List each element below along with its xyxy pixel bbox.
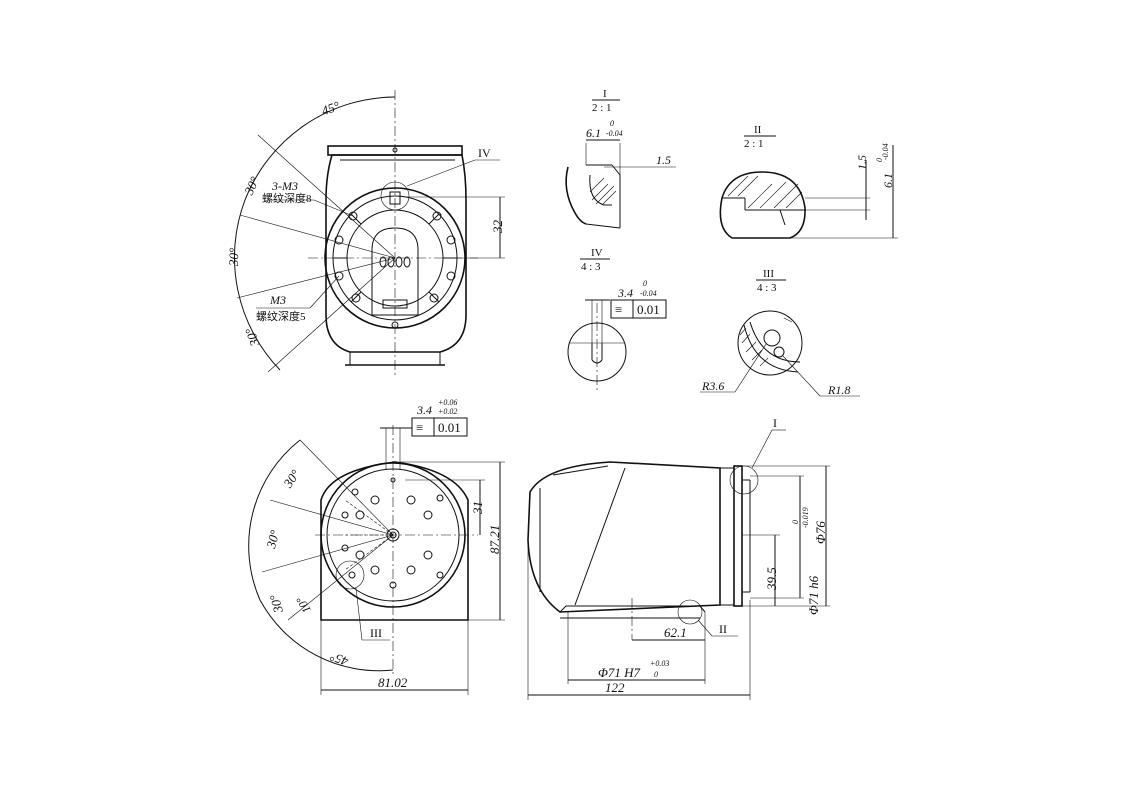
detail-i-scale: 2 : 1 — [592, 102, 612, 114]
thread-b-depth: 螺纹深度5 — [256, 309, 306, 323]
detail-iv-dim-upper: 0 — [643, 279, 647, 288]
side-length-122: 122 — [605, 680, 625, 695]
front-callout-iv: IV — [478, 146, 491, 160]
front-angle-30-lower: 30° — [242, 326, 263, 349]
side-bore-upper: +0.03 — [650, 659, 669, 668]
detail-i-dim-6-1: 6.1 — [586, 126, 601, 140]
detail-iv-tol-value: 0.01 — [637, 302, 660, 317]
end-callout-iii: III — [370, 626, 382, 640]
detail-iii-radius-a: R3.6 — [701, 379, 724, 393]
detail-iii-radius-b: R1.8 — [827, 383, 850, 397]
front-angle-30-mid: 30° — [226, 248, 242, 268]
side-dim-39-5: 39.5 — [764, 567, 779, 591]
side-view: I II Φ71 h6 0 -0.019 Φ76 39.5 62.1 Φ71 H… — [527, 416, 830, 700]
detail-i: I 2 : 1 6.1 0 -0.04 1.5 — [565, 88, 676, 229]
side-dim-62-1: 62.1 — [664, 625, 687, 640]
side-callout-i: I — [773, 416, 777, 430]
detail-i-dim-lower: -0.04 — [606, 129, 623, 138]
detail-iv-dim-lower: -0.04 — [640, 289, 657, 298]
detail-ii-roman: II — [754, 124, 762, 136]
thread-a-depth: 螺纹深度8 — [262, 191, 312, 205]
detail-iv: IV 4 : 3 3.4 0 -0.04 ≡ 0.01 — [567, 247, 667, 392]
side-bore-lower: 0 — [654, 670, 658, 679]
detail-iii-roman: III — [763, 268, 774, 280]
front-angle-45: 45° — [319, 98, 341, 118]
detail-iv-scale: 4 : 3 — [581, 261, 601, 273]
front-view: 45° 30° 30° 30° 3-M3 螺纹深度8 M3 螺纹深度5 32 I… — [226, 90, 505, 378]
end-dim-87-21: 87.21 — [487, 525, 502, 554]
detail-i-dim-1-5: 1.5 — [656, 153, 671, 167]
end-angle-30-c: 30° — [267, 593, 286, 615]
detail-iv-roman: IV — [591, 247, 603, 259]
front-angle-30-upper: 30° — [241, 174, 263, 198]
end-angle-10: 10° — [293, 594, 314, 616]
end-dim-31: 31 — [470, 501, 485, 515]
thread-b-label: M3 — [269, 293, 286, 307]
side-dia-fit: Φ71 h6 — [806, 575, 821, 615]
detail-ii-scale: 2 : 1 — [744, 138, 764, 150]
side-callout-ii: II — [719, 622, 727, 636]
end-tol-value: 0.01 — [438, 420, 461, 435]
side-bore: Φ71 H7 — [598, 665, 641, 680]
side-dia-fit-lower: -0.019 — [801, 507, 810, 528]
end-angle-45: 45° — [328, 649, 350, 669]
end-angle-30-b: 30° — [263, 528, 282, 550]
thread-a-label: 3-M3 — [271, 179, 298, 193]
front-dim-32: 32 — [490, 220, 505, 235]
detail-iii: III 4 : 3 R3.6 R1.8 — [700, 268, 860, 397]
detail-i-roman: I — [603, 88, 607, 100]
end-view: 30° 30° 30° 10° 45° 3.4 +0.06 +0.02 ≡ 0.… — [248, 398, 505, 695]
detail-iii-scale: 4 : 3 — [757, 282, 777, 294]
end-dim-81-02: 81.02 — [378, 675, 408, 690]
detail-iv-dim-3-4: 3.4 — [617, 286, 633, 300]
detail-ii: II 2 : 1 1.5 6.1 0 -0.04 — [719, 124, 898, 239]
end-dim-upper: +0.06 — [438, 398, 457, 407]
end-angle-30-a: 30° — [280, 467, 303, 491]
end-tol-symbol: ≡ — [416, 420, 423, 435]
detail-ii-dim-lower: -0.04 — [881, 143, 890, 160]
detail-i-dim-upper: 0 — [610, 119, 614, 128]
detail-ii-dim-6-1: 6.1 — [881, 173, 895, 188]
detail-ii-dim-1-5: 1.5 — [855, 155, 869, 170]
end-dim-lower: +0.02 — [438, 407, 457, 416]
end-dim-3-4: 3.4 — [416, 403, 432, 417]
side-dia-fit-upper: 0 — [791, 520, 800, 524]
detail-iv-tol-symbol: ≡ — [615, 302, 622, 317]
detail-ii-dim-upper: 0 — [875, 158, 884, 162]
side-dia-outer: Φ76 — [813, 521, 828, 544]
